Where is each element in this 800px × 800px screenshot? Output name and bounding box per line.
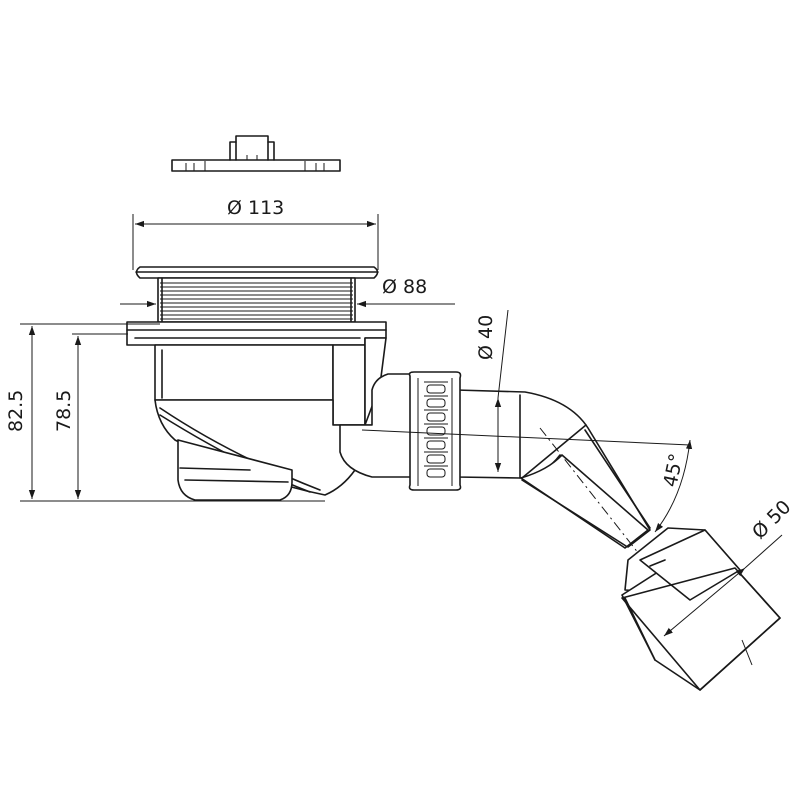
dim-diameter-40 xyxy=(361,309,691,472)
dim-diameter-50 xyxy=(663,534,783,666)
drain-flange xyxy=(135,266,379,279)
label-diameter-113: Ø 113 xyxy=(227,197,284,219)
label-angle-45: 45° xyxy=(659,452,688,490)
label-height-78-5: 78.5 xyxy=(53,390,75,432)
base-plate xyxy=(126,321,387,346)
label-diameter-88: Ø 88 xyxy=(382,276,427,298)
dim-height-82-5 xyxy=(20,323,325,502)
strainer-cover xyxy=(171,135,341,172)
adapter-50 xyxy=(621,527,781,691)
dim-height-78-5 xyxy=(72,333,128,499)
dim-diameter-113 xyxy=(132,214,379,270)
angled-pipe xyxy=(520,427,651,569)
label-height-82-5: 82.5 xyxy=(5,390,27,432)
label-diameter-50: Ø 50 xyxy=(748,496,795,543)
bottom-bowl xyxy=(177,439,293,501)
threaded-body xyxy=(157,277,356,323)
union-nut xyxy=(408,371,462,491)
label-diameter-40: Ø 40 xyxy=(475,315,497,360)
dim-angle-45 xyxy=(654,439,693,533)
